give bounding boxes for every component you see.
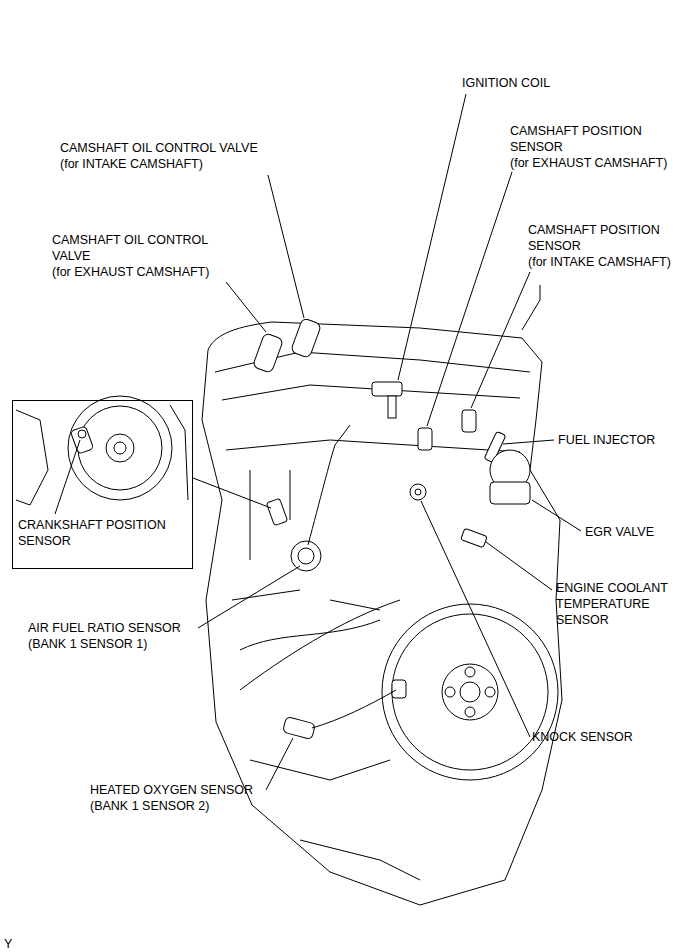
leader-line (198, 566, 300, 628)
engine-outline (250, 760, 390, 780)
part-label: AIR FUEL RATIO SENSOR (BANK 1 SENSOR 1) (28, 620, 181, 652)
leader-line (266, 738, 293, 790)
part-label: CRANKSHAFT POSITION SENSOR (18, 517, 166, 549)
sensor-parts (388, 396, 396, 418)
part-label: CAMSHAFT POSITION SENSOR (for EXHAUST CA… (510, 123, 667, 171)
flywheel (460, 682, 480, 702)
sensor-parts (252, 333, 283, 374)
sensor-parts (240, 600, 400, 690)
flywheel (382, 604, 558, 780)
leader-line (55, 440, 80, 514)
part-label: CAMSHAFT OIL CONTROL VALVE (for EXHAUST … (52, 232, 209, 280)
sensor-parts (282, 716, 315, 739)
part-label: IGNITION COIL (462, 75, 550, 91)
engine-outline (250, 470, 290, 560)
sensor-parts (312, 690, 396, 728)
inset-picture (106, 434, 134, 462)
part-label: KNOCK SENSOR (532, 729, 633, 745)
sensor-parts (392, 680, 406, 698)
leader-line (268, 175, 304, 318)
part-label: CAMSHAFT POSITION SENSOR (for INTAKE CAM… (528, 222, 671, 270)
sensor-parts (308, 425, 350, 545)
inset-picture (170, 405, 188, 500)
leader-line (471, 272, 530, 408)
sensor-parts (418, 428, 432, 450)
inset-box: CRANKSHAFT POSITION SENSOR (12, 400, 193, 569)
sensor-parts (298, 548, 314, 564)
leader-line (193, 478, 271, 508)
part-label: EGR VALVE (585, 524, 654, 540)
sensor-parts (462, 410, 476, 432)
engine-outline (202, 322, 562, 905)
leader-line (427, 172, 512, 426)
sensor-parts (266, 498, 287, 525)
leader-line (486, 542, 552, 590)
flywheel (442, 664, 498, 720)
inset-picture (16, 396, 188, 505)
flywheel (465, 667, 475, 677)
leader-lines (55, 94, 581, 790)
flywheel (382, 604, 558, 780)
engine-outline (300, 840, 420, 880)
engine-outline (226, 440, 520, 452)
leader-line (421, 501, 530, 737)
engine-outline (232, 590, 380, 610)
inset-picture (16, 410, 48, 505)
part-label: CAMSHAFT OIL CONTROL VALVE (for INTAKE C… (60, 140, 258, 172)
engine-outline (240, 620, 380, 650)
sensor-parts (291, 541, 321, 571)
sensor-parts (461, 528, 488, 547)
inset-picture (114, 442, 126, 454)
sensor-parts (415, 489, 421, 495)
sensor-parts (522, 285, 540, 330)
inset-picture (70, 426, 93, 454)
sensor-parts (372, 382, 402, 396)
leader-line (226, 282, 266, 332)
leader-line (398, 94, 466, 380)
inset-picture (68, 396, 172, 500)
flywheel (445, 687, 455, 697)
part-label: ENGINE COOLANT TEMPERATURE SENSOR (556, 580, 668, 628)
engine-outline (202, 322, 562, 905)
inset-picture (78, 430, 86, 438)
flywheel (485, 687, 495, 697)
part-label: HEATED OXYGEN SENSOR (BANK 1 SENSOR 2) (90, 782, 253, 814)
part-label: FUEL INJECTOR (558, 432, 655, 448)
sensor-parts (490, 482, 530, 504)
sensor-parts (290, 318, 321, 359)
sensor-parts (410, 484, 426, 500)
leader-line (503, 440, 554, 444)
leader-line (532, 500, 581, 531)
flywheel (465, 707, 475, 717)
figure-code: Y (4, 936, 12, 952)
flywheel (392, 614, 548, 770)
